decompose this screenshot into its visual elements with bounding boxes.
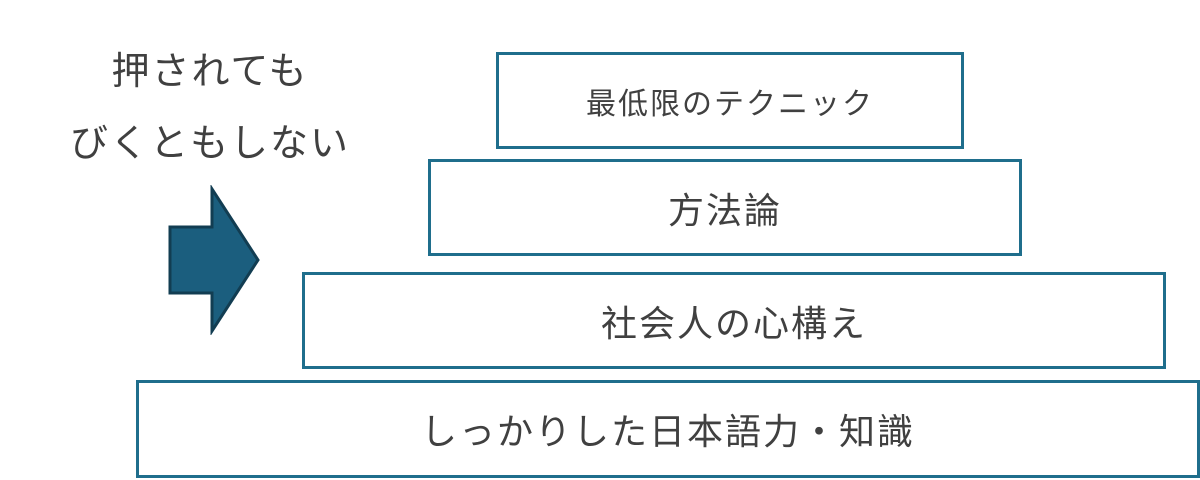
pyramid-tier-mindset: 社会人の心構え	[302, 272, 1166, 369]
right-arrow-icon	[168, 185, 260, 335]
pyramid-tier-foundation: しっかりした日本語力・知識	[136, 380, 1200, 478]
caption-line-1: 押されても	[111, 49, 309, 93]
caption-line-2: びくともしない	[69, 121, 350, 165]
pyramid-tier-techniques: 最低限のテクニック	[496, 52, 964, 149]
pyramid-tier-methodology: 方法論	[428, 159, 1022, 256]
